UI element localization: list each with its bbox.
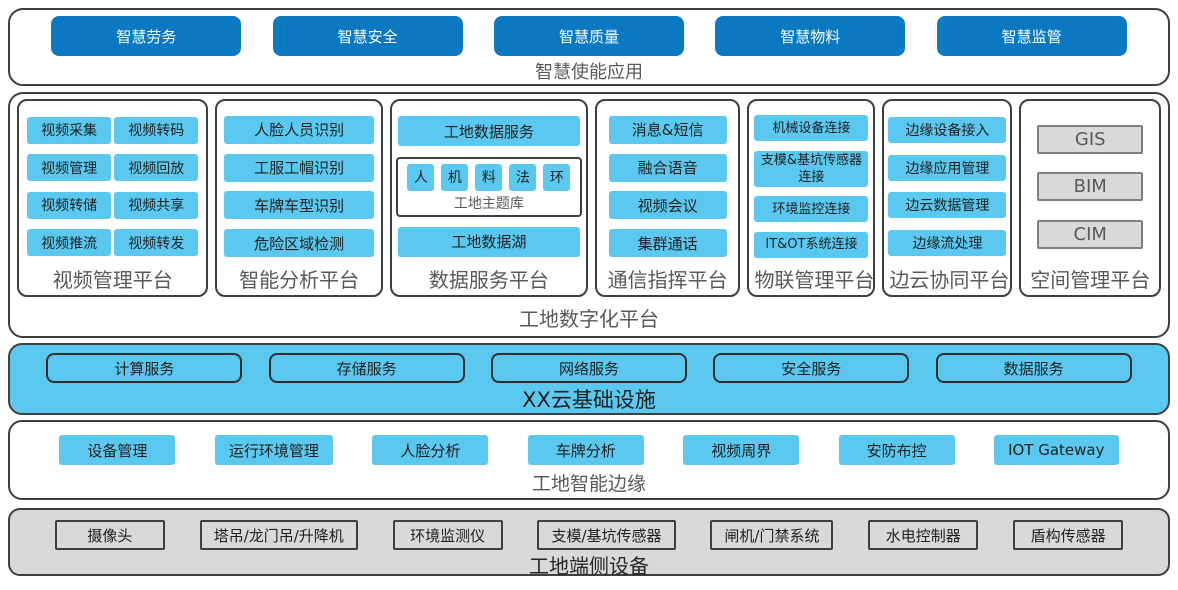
iot-block: 环境监控连接	[754, 196, 869, 223]
edge-services-row: 设备管理 运行环境管理 人脸分析 车牌分析 视频周界 安防布控 IOT Gate…	[20, 435, 1158, 465]
edge-perimeter-block: 视频周界	[683, 435, 800, 465]
smart-edge-section: 设备管理 运行环境管理 人脸分析 车牌分析 视频周界 安防布控 IOT Gate…	[8, 420, 1170, 500]
ai-platform-column: 人脸人员识别 工服工帽识别 车牌车型识别 危险区域检测 智能分析平台	[215, 99, 383, 297]
ai-block: 车牌车型识别	[224, 191, 375, 220]
data-platform-items: 工地数据服务 人 机 料 法 环 工地主题库 工地数据湖	[395, 106, 582, 267]
ai-block: 工服工帽识别	[224, 153, 375, 182]
camera-block: 摄像头	[54, 520, 165, 550]
ai-platform-title: 智能分析平台	[239, 268, 360, 292]
end-devices-row: 摄像头 塔吊/龙门吊/升降机 环境监测仪 支模/基坑传感器 闸机/门禁系统 水电…	[20, 520, 1158, 550]
space-platform-items: GIS BIM CIM	[1026, 106, 1154, 267]
theme-block-environment: 环	[543, 163, 571, 191]
edge-face-block: 人脸分析	[372, 435, 489, 465]
iot-platform-column: 机械设备连接 支模&基坑传感器连接 环境监控连接 IT&OT系统连接 物联管理平…	[747, 99, 876, 297]
smart-apps-label: 智慧使能应用	[535, 62, 643, 83]
edge-iot-gateway-block: IOT Gateway	[994, 435, 1119, 465]
bim-block: BIM	[1037, 172, 1144, 201]
shield-sensor-block: 盾构传感器	[1013, 520, 1124, 550]
video-block: 视频转码	[114, 116, 199, 144]
theme-library-row: 人 机 料 法 环	[407, 163, 571, 191]
data-platform-column: 工地数据服务 人 机 料 法 环 工地主题库 工地数据湖 数据服务平台	[389, 99, 588, 297]
theme-block-material: 料	[475, 163, 503, 191]
data-service-block: 工地数据服务	[397, 116, 580, 147]
comm-block: 视频会议	[608, 191, 727, 220]
cloud-security-block: 安全服务	[713, 353, 910, 383]
data-lake-block: 工地数据湖	[397, 226, 580, 257]
video-block: 视频管理	[27, 154, 112, 182]
comm-block: 集群通话	[608, 229, 727, 258]
theme-block-machine: 机	[441, 163, 469, 191]
space-platform-title: 空间管理平台	[1030, 268, 1151, 292]
platform-columns: 视频采集 视频转码 视频管理 视频回放 视频转储 视频共享 视频推流 视频转发 …	[17, 99, 1161, 297]
ai-block: 人脸人员识别	[224, 115, 375, 144]
app-block-material: 智慧物料	[715, 16, 906, 56]
smart-apps-section: 智慧劳务 智慧安全 智慧质量 智慧物料 智慧监管 智慧使能应用	[8, 8, 1170, 86]
digital-platform-label: 工地数字化平台	[519, 307, 659, 331]
theme-block-method: 法	[509, 163, 537, 191]
edge-plate-block: 车牌分析	[527, 435, 644, 465]
video-block: 视频采集	[27, 116, 112, 144]
end-devices-section: 摄像头 塔吊/龙门吊/升降机 环境监测仪 支模/基坑传感器 闸机/门禁系统 水电…	[8, 508, 1170, 578]
space-platform-column: GIS BIM CIM 空间管理平台	[1019, 99, 1161, 297]
edge-cloud-block: 边缘流处理	[888, 229, 1007, 256]
smart-apps-row: 智慧劳务 智慧安全 智慧质量 智慧物料 智慧监管	[20, 16, 1158, 56]
ai-platform-items: 人脸人员识别 工服工帽识别 车牌车型识别 危险区域检测	[222, 106, 375, 267]
video-block: 视频转储	[27, 191, 112, 219]
iot-platform-items: 机械设备连接 支模&基坑传感器连接 环境监控连接 IT&OT系统连接	[754, 106, 869, 267]
cim-block: CIM	[1037, 219, 1144, 249]
digital-platform-section: 视频采集 视频转码 视频管理 视频回放 视频转储 视频共享 视频推流 视频转发 …	[8, 92, 1170, 338]
edge-cloud-items: 边缘设备接入 边缘应用管理 边云数据管理 边缘流处理	[888, 106, 1007, 267]
iot-block: 机械设备连接	[754, 115, 869, 142]
edge-cloud-platform-column: 边缘设备接入 边缘应用管理 边云数据管理 边缘流处理 边云协同平台	[882, 99, 1013, 297]
cloud-infra-label: XX云基础设施	[522, 388, 656, 412]
edge-runtime-block: 运行环境管理	[214, 435, 333, 465]
video-platform-items: 视频采集 视频转码 视频管理 视频回放 视频转储 视频共享 视频推流 视频转发	[24, 106, 201, 267]
comm-block: 消息&短信	[608, 115, 727, 144]
video-block: 视频推流	[27, 229, 112, 257]
cloud-data-block: 数据服务	[935, 353, 1132, 383]
pit-sensor-block: 支模/基坑传感器	[537, 520, 676, 550]
video-block: 视频回放	[114, 154, 199, 182]
gate-system-block: 闸机/门禁系统	[710, 520, 834, 550]
smart-edge-label: 工地智能边缘	[531, 473, 646, 495]
comm-platform-column: 消息&短信 融合语音 视频会议 集群通话 通信指挥平台	[594, 99, 741, 297]
comm-platform-title: 通信指挥平台	[607, 268, 728, 292]
cloud-compute-block: 计算服务	[46, 353, 243, 383]
app-block-labor: 智慧劳务	[51, 16, 242, 56]
cloud-network-block: 网络服务	[490, 353, 687, 383]
utility-controller-block: 水电控制器	[868, 520, 979, 550]
comm-block: 融合语音	[608, 153, 727, 182]
end-devices-label: 工地端侧设备	[529, 554, 649, 578]
edge-device-mgmt-block: 设备管理	[59, 435, 176, 465]
edge-security-block: 安防布控	[838, 435, 955, 465]
gis-block: GIS	[1037, 124, 1144, 154]
ai-block: 危险区域检测	[224, 229, 375, 258]
video-block: 视频共享	[114, 191, 199, 219]
edge-cloud-platform-title: 边云协同平台	[889, 268, 1010, 292]
data-platform-title: 数据服务平台	[428, 268, 549, 292]
app-block-supervision: 智慧监管	[936, 16, 1127, 56]
theme-block-people: 人	[407, 163, 435, 191]
video-block: 视频转发	[114, 229, 199, 257]
cloud-infra-section: 计算服务 存储服务 网络服务 安全服务 数据服务 XX云基础设施	[8, 343, 1170, 415]
iot-platform-title: 物联管理平台	[754, 268, 875, 292]
edge-cloud-block: 边缘设备接入	[888, 117, 1007, 144]
video-platform-title: 视频管理平台	[52, 268, 173, 292]
edge-cloud-block: 边缘应用管理	[888, 154, 1007, 181]
edge-cloud-block: 边云数据管理	[888, 192, 1007, 219]
comm-platform-items: 消息&短信 融合语音 视频会议 集群通话	[602, 106, 734, 267]
theme-library-box: 人 机 料 法 环 工地主题库	[395, 156, 582, 217]
video-platform-column: 视频采集 视频转码 视频管理 视频回放 视频转储 视频共享 视频推流 视频转发 …	[17, 99, 209, 297]
cloud-services-row: 计算服务 存储服务 网络服务 安全服务 数据服务	[20, 353, 1158, 383]
iot-block: IT&OT系统连接	[754, 231, 869, 258]
app-block-quality: 智慧质量	[493, 16, 684, 56]
crane-block: 塔吊/龙门吊/升降机	[199, 520, 358, 550]
app-block-safety: 智慧安全	[272, 16, 463, 56]
cloud-storage-block: 存储服务	[268, 353, 465, 383]
env-monitor-block: 环境监测仪	[392, 520, 503, 550]
theme-library-label: 工地主题库	[453, 195, 524, 212]
iot-block: 支模&基坑传感器连接	[754, 150, 869, 187]
